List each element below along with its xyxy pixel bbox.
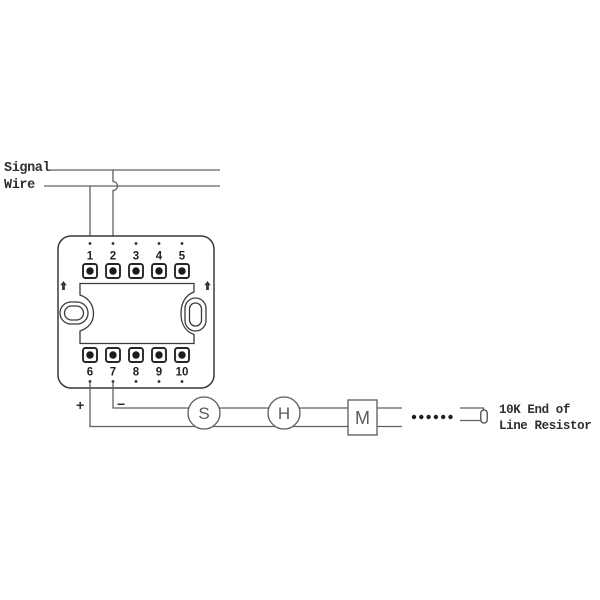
plus-label: +: [76, 399, 84, 415]
ellipsis-dot: [433, 414, 439, 420]
terminal-number-8: 8: [133, 367, 140, 379]
terminal-dot: [134, 380, 138, 383]
resistor-label: 10K End of Line Resistor: [499, 403, 592, 433]
wire-plus-loop: [89, 381, 402, 428]
arrow-up-icon-right: [204, 281, 211, 290]
signal-label-line1: Signal: [4, 161, 51, 176]
terminal-dot: [180, 380, 184, 383]
screw-terminal: [105, 263, 121, 279]
signal-wire-label: Signal Wire: [4, 161, 51, 193]
signal-label-line2: Wire: [4, 178, 35, 193]
resistor-label-line1: 10K End of: [499, 403, 570, 417]
ellipsis-dot: [426, 414, 431, 420]
mounting-slots: [59, 297, 207, 332]
screw-terminal: [151, 263, 167, 279]
screw-terminal: [82, 263, 98, 279]
ellipsis-dots: [411, 414, 453, 420]
terminal-dots-top: [88, 242, 184, 245]
terminal-dot: [157, 380, 161, 383]
case-arrow-icons: [60, 281, 211, 290]
screw-terminal: [174, 347, 190, 363]
terminal-numbers-top: 1 2 3 4 5: [87, 251, 186, 263]
screw-terminal: [151, 347, 167, 363]
resistor-label-line2: Line Resistor: [499, 419, 591, 433]
terminal-number-1: 1: [87, 251, 94, 263]
device-s: S: [187, 396, 221, 430]
terminal-number-9: 9: [156, 367, 162, 379]
ellipsis-dot: [411, 414, 417, 420]
resistor-lead-top: [460, 407, 485, 410]
terminal-numbers-bottom: 6 7 8 9 10: [87, 367, 189, 379]
screw-terminal: [128, 263, 144, 279]
module-center-plate: [79, 282, 195, 345]
terminal-dot: [134, 242, 138, 245]
screw-terminal: [82, 347, 98, 363]
wire-to-terminal-2-with-hop: [112, 170, 119, 243]
mounting-slot-left-inner: [63, 305, 85, 321]
screw-terminal: [105, 347, 121, 363]
device-m: M: [347, 399, 378, 436]
device-h: H: [267, 396, 301, 430]
screw-terminals-top: [82, 263, 190, 279]
terminal-dot: [180, 242, 184, 245]
terminal-dot: [111, 242, 115, 245]
device-m-label: M: [355, 408, 370, 428]
terminal-number-2: 2: [110, 251, 116, 263]
arrow-up-icon-left: [60, 281, 67, 290]
ellipsis-dot: [448, 414, 453, 420]
mounting-slot-right-inner: [188, 302, 203, 327]
eol-resistor: [460, 407, 488, 424]
device-s-label: S: [198, 404, 209, 423]
terminal-number-5: 5: [179, 251, 186, 263]
screw-terminals-bottom: [82, 347, 190, 363]
terminal-number-7: 7: [110, 367, 116, 379]
terminal-number-4: 4: [156, 251, 163, 263]
ellipsis-dot: [419, 414, 424, 420]
terminal-dot: [157, 242, 161, 245]
signal-drop-wires: [89, 170, 119, 243]
ellipsis-dot: [441, 414, 446, 420]
terminal-number-6: 6: [87, 367, 93, 379]
device-loop-wires: [89, 381, 402, 428]
terminal-rows: 1 2 3 4 5: [82, 242, 190, 383]
signal-bus: [44, 169, 220, 187]
device-s-circle: [187, 396, 221, 430]
screw-terminal: [174, 263, 190, 279]
terminal-dot: [88, 242, 92, 245]
wire-minus-loop: [112, 381, 402, 409]
terminal-number-3: 3: [133, 251, 139, 263]
device-h-circle: [267, 396, 301, 430]
terminal-number-10: 10: [176, 367, 189, 379]
resistor-body: [480, 409, 488, 424]
minus-label: −: [117, 398, 125, 414]
device-h-label: H: [278, 404, 290, 423]
device-m-box: [347, 399, 378, 436]
screw-terminal: [128, 347, 144, 363]
